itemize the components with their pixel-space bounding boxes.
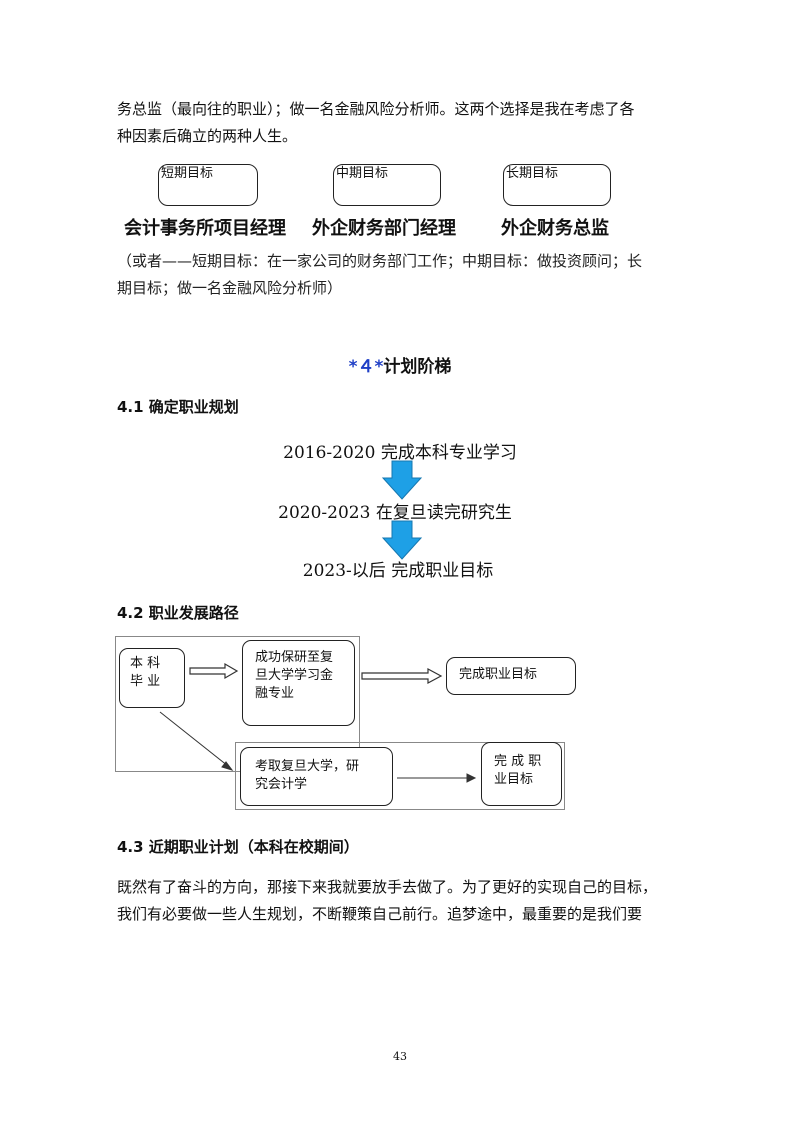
path-a-end-label: 完成职业目标: [459, 667, 538, 682]
ladder-step-2: 2020-2023 在复旦读完研究生: [278, 503, 512, 523]
goal-title-long: 外企财务总监: [501, 218, 609, 239]
chapter-title: 计划阶梯: [383, 357, 452, 377]
hollow-arrow-start-to-a: [189, 662, 239, 680]
section-4-3-title: 4.3 近期职业计划（本科在校期间）: [117, 838, 359, 856]
goal-label-mid: 中期目标: [336, 166, 389, 181]
line-arrow-b-to-end: [397, 773, 477, 783]
page-number: 43: [393, 1050, 407, 1063]
goal-label-short: 短期目标: [161, 166, 214, 181]
alt-note-line-2: 期目标；做一名金融风险分析师）: [117, 279, 343, 297]
line-arrow-start-to-b: [159, 711, 234, 771]
path-b-line-1: 考取复旦大学，研: [255, 759, 360, 774]
path-a-line-3: 融专业: [255, 686, 295, 701]
path-b-end-line-2: 业目标: [494, 772, 534, 787]
section-4-3-line-1: 既然有了奋斗的方向，那接下来我就要放手去做了。为了更好的实现自己的目标，: [117, 878, 658, 896]
ladder-step-1: 2016-2020 完成本科专业学习: [283, 443, 517, 463]
goal-title-short: 会计事务所项目经理: [124, 218, 286, 239]
path-a-frame: [115, 636, 360, 772]
intro-line-1: 务总监（最向往的职业）；做一名金融风险分析师。这两个选择是我在考虑了各: [117, 100, 635, 118]
path-b-end-line-1: 完 成 职: [494, 754, 542, 769]
intro-line-2: 种因素后确立的两种人生。: [117, 127, 298, 145]
goal-title-mid: 外企财务部门经理: [312, 218, 456, 239]
alt-note-line-1: （或者——短期目标：在一家公司的财务部门工作；中期目标：做投资顾问；长: [117, 252, 643, 270]
path-b-box: 考取复旦大学，研 究会计学: [240, 747, 393, 806]
section-4-2-title: 4.2 职业发展路径: [117, 604, 239, 622]
path-b-frame: [235, 742, 565, 810]
path-a-line-2: 旦大学学习金: [255, 668, 334, 683]
down-arrow-icon: [381, 460, 423, 500]
chapter-heading: *４*计划阶梯: [0, 352, 800, 377]
section-4-1-title: 4.1 确定职业规划: [117, 398, 239, 416]
path-a-box: 成功保研至复 旦大学学习金 融专业: [242, 640, 355, 726]
path-a-line-1: 成功保研至复: [255, 650, 334, 665]
down-arrow-icon: [381, 520, 423, 560]
start-line-1: 本 科: [130, 656, 161, 671]
goal-box-long: 长期目标: [503, 164, 611, 206]
path-a-end-box: 完成职业目标: [446, 657, 576, 695]
path-b-line-2: 究会计学: [255, 777, 308, 792]
start-box: 本 科 毕 业: [119, 648, 185, 708]
goal-label-long: 长期目标: [506, 166, 559, 181]
path-b-end-box: 完 成 职 业目标: [481, 742, 562, 806]
goal-box-mid: 中期目标: [333, 164, 441, 206]
goal-box-short: 短期目标: [158, 164, 258, 206]
section-4-3-line-2: 我们有必要做一些人生规划，不断鞭策自己前行。追梦途中，最重要的是我们要: [117, 905, 643, 923]
ladder-step-3: 2023-以后 完成职业目标: [302, 561, 494, 581]
start-line-2: 毕 业: [130, 674, 161, 689]
chapter-marker: *４*: [348, 357, 384, 377]
hollow-arrow-a-to-end: [361, 667, 443, 685]
